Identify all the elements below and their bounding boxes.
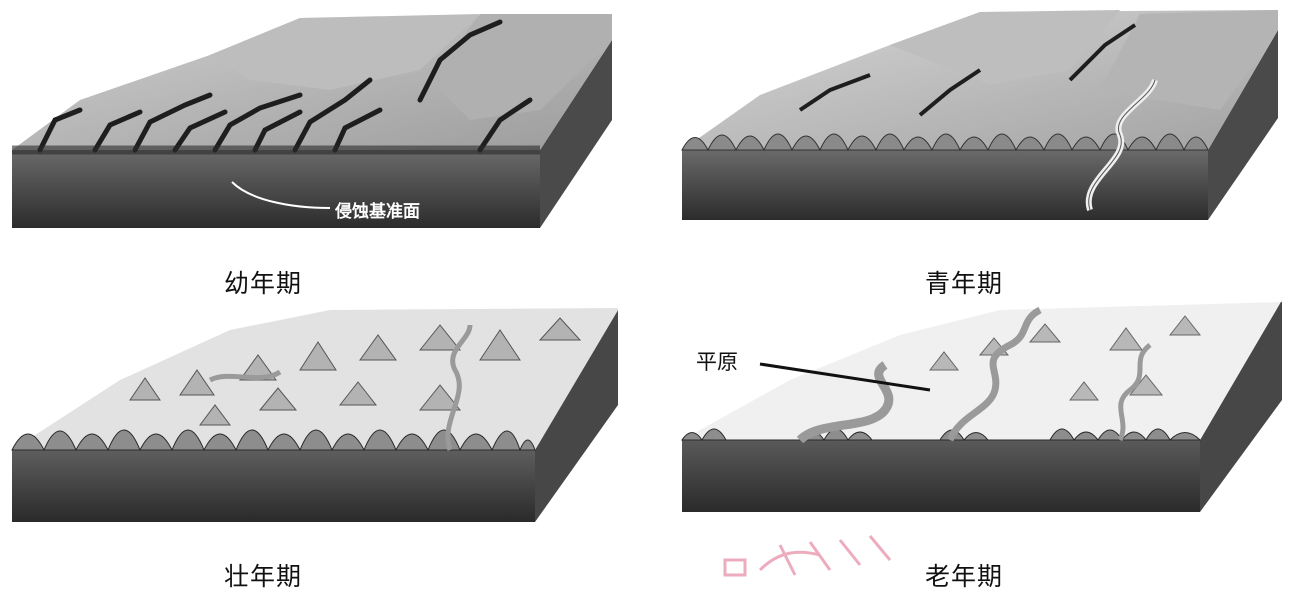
caption-youthful: 幼年期 [224, 269, 303, 298]
block-diagram-young-adult [650, 0, 1290, 300]
block-diagram-youthful: 侵蚀基准面 [0, 0, 640, 300]
caption-young-adult: 青年期 [925, 269, 1004, 298]
erosion-base-level-label: 侵蚀基准面 [335, 202, 420, 222]
block-diagram-mature [0, 300, 640, 560]
plain-label: 平原 [696, 350, 738, 374]
caption-mature: 壮年期 [224, 562, 303, 591]
watermark-logo [723, 535, 892, 577]
block-diagram-old-age: 平原 [650, 300, 1290, 560]
caption-old-age: 老年期 [925, 562, 1004, 591]
